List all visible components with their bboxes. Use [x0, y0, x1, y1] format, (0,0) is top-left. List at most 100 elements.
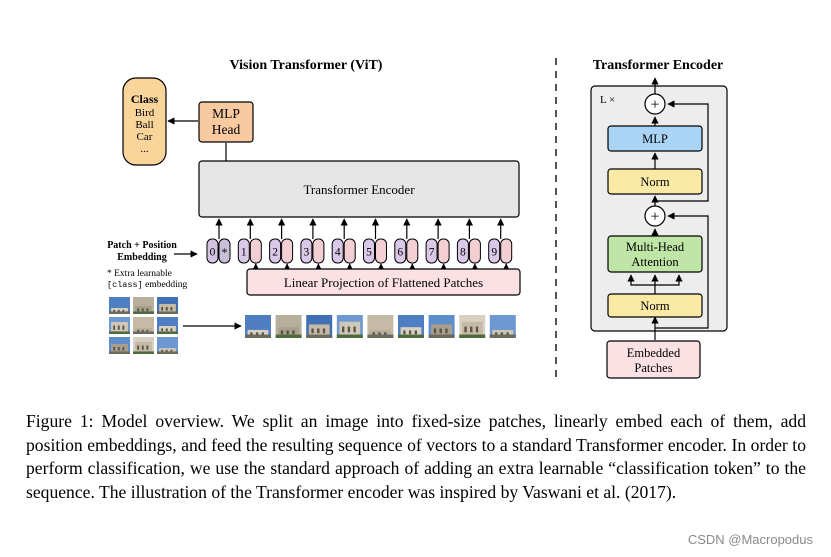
input-image-patches — [109, 297, 178, 354]
class-item: Bird — [135, 107, 155, 119]
token-3: 3 — [300, 218, 325, 271]
token-2: 2 — [269, 218, 294, 271]
patch-embedding-pill — [343, 238, 356, 264]
flattened-patch — [336, 315, 363, 338]
class-mono-text: [class] — [107, 280, 143, 290]
class-item: Car — [137, 131, 153, 143]
norm-block-lower: Norm — [607, 293, 703, 318]
class-output-box: Class Bird Ball Car ... — [122, 77, 167, 166]
class-token-pill — [218, 238, 231, 264]
attention-input-arrow — [627, 274, 655, 286]
encoder-title: Transformer Encoder — [593, 58, 724, 73]
flattened-patch — [428, 315, 455, 338]
plus-symbol: + — [650, 97, 659, 114]
patch-embedding-pill — [281, 238, 294, 264]
transformer-encoder-label: Transformer Encoder — [303, 182, 415, 197]
patch-position-label-line1: Patch + Position — [107, 240, 177, 251]
image-patch-tile — [109, 297, 130, 314]
position-embedding-pill — [269, 238, 282, 264]
linear-projection-box: Linear Projection of Flattened Patches — [246, 268, 521, 296]
attention-input-arrow — [655, 274, 683, 286]
flattened-patch — [245, 315, 271, 338]
position-embedding-pill — [363, 238, 375, 264]
position-number: 4 — [335, 247, 341, 259]
repeat-label: L × — [600, 94, 615, 106]
position-number: 8 — [460, 247, 466, 259]
position-embedding-pill — [488, 238, 501, 264]
multi-head-attention-block: Multi-Head Attention — [607, 235, 703, 273]
position-number: 6 — [397, 247, 403, 259]
position-number: 0 — [210, 247, 216, 259]
position-number: 7 — [429, 247, 435, 259]
extra-learnable-note-line2: [class] embedding — [107, 280, 188, 290]
residual-connection-1 — [655, 212, 709, 329]
patch-embedding-pill — [406, 238, 419, 264]
patch-embedding-pill — [468, 238, 481, 264]
norm-label-upper: Norm — [640, 175, 669, 189]
token-0: 0* — [206, 218, 231, 264]
patch-embedding-pill — [375, 238, 387, 264]
position-embedding-pill — [237, 238, 250, 264]
class-heading: Class — [131, 92, 159, 106]
position-embedding-pill — [456, 238, 469, 264]
position-number: 1 — [241, 247, 247, 259]
position-number: 3 — [304, 247, 310, 259]
plus-symbol: + — [650, 209, 659, 226]
flattened-patch — [275, 315, 302, 338]
patch-embedding-pill — [312, 238, 325, 264]
token-1: 1 — [237, 218, 262, 271]
mlp-head-line1: MLP — [212, 106, 240, 121]
token-7: 7 — [425, 218, 450, 271]
add-node-upper: + — [644, 93, 666, 115]
position-number: 2 — [272, 247, 278, 259]
mlp-head-box: MLP Head — [198, 101, 254, 143]
embedded-patches-line2: Patches — [634, 361, 672, 375]
add-node-lower: + — [644, 205, 666, 227]
patch-embedding-pill — [500, 238, 513, 264]
image-patch-tile — [157, 297, 178, 314]
flattened-patch — [489, 315, 516, 338]
image-patch-tile — [157, 337, 178, 354]
class-item: Ball — [135, 119, 153, 131]
token-8: 8 — [456, 218, 481, 271]
patch-position-label-line2: Embedding — [117, 252, 166, 263]
watermark: CSDN @Macropodus — [687, 532, 813, 547]
image-patch-tile — [157, 317, 178, 334]
flattened-patch — [367, 315, 394, 338]
embedding-text: embedding — [143, 280, 188, 290]
mlp-block: MLP — [607, 125, 703, 152]
flattened-patch — [398, 315, 424, 338]
flattened-patch — [306, 315, 333, 338]
norm-label-lower: Norm — [640, 299, 669, 313]
mlp-label: MLP — [642, 132, 668, 146]
image-patch-tile — [133, 337, 154, 354]
embedded-patches-box: Embedded Patches — [606, 340, 701, 379]
mlp-head-line2: Head — [212, 122, 241, 137]
position-embedding-pill — [300, 238, 313, 264]
position-embedding-pill — [331, 238, 344, 264]
attention-line1: Multi-Head — [626, 240, 685, 254]
image-patch-tile — [133, 297, 154, 314]
image-patch-tile — [133, 317, 154, 334]
token-6: 6 — [394, 218, 419, 271]
linear-projection-label: Linear Projection of Flattened Patches — [284, 275, 483, 290]
position-embedding-pill — [206, 238, 219, 264]
extra-learnable-note: * Extra learnable — [107, 269, 172, 279]
token-4: 4 — [331, 218, 356, 271]
residual-connection-2 — [655, 100, 709, 202]
position-number: 9 — [491, 247, 497, 259]
image-patch-tile — [109, 317, 130, 334]
position-embedding-pill — [425, 238, 438, 264]
embedded-patches-line1: Embedded — [627, 346, 681, 360]
patch-embedding-pill — [437, 238, 450, 264]
flattened-patch-row — [245, 315, 516, 338]
vit-title: Vision Transformer (ViT) — [230, 58, 383, 73]
flattened-patch — [459, 315, 486, 338]
attention-line2: Attention — [631, 255, 679, 269]
token-9: 9 — [488, 218, 513, 271]
class-token-mark: * — [222, 245, 228, 259]
class-item: ... — [140, 143, 149, 155]
position-embedding-pill — [394, 238, 407, 264]
